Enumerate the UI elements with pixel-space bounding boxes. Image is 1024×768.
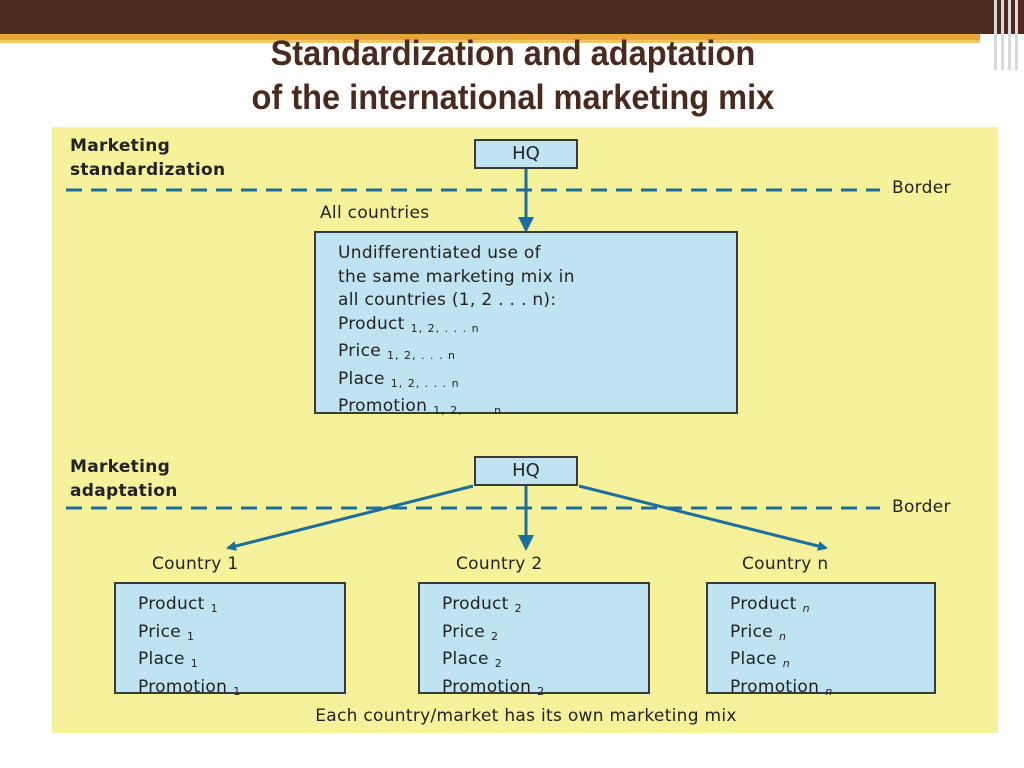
title-line-2: of the international marketing mix: [251, 78, 775, 117]
arrow-hq-to-country-1: [226, 484, 474, 551]
standardization-label-line-1: Marketing: [70, 136, 171, 156]
border-label-adaptation: Border: [892, 497, 951, 517]
corner-decoration: [1015, 0, 1018, 70]
standardized-item-place-subscript: 1, 2, . . . n: [390, 376, 460, 390]
country-n-label: Country n: [742, 554, 829, 574]
adaptation-section-label: Marketing adaptation: [70, 455, 178, 503]
accent-stripe: [0, 34, 980, 40]
slide-title: Standardization and adaptation of the in…: [37, 32, 989, 120]
border-label-standardization: Border: [892, 178, 951, 198]
hq-box-standardization: HQ: [474, 139, 578, 169]
standardized-desc-line-1: Undifferentiated use of: [338, 243, 541, 263]
adaptation-footer-caption: Each country/market has its own marketin…: [315, 706, 737, 726]
country-1-label: Country 1: [152, 554, 239, 574]
standardized-item-product-subscript: 1, 2, . . . n: [410, 321, 480, 335]
standardized-desc-line-2: the same marketing mix in: [338, 266, 575, 287]
corner-decoration: [994, 0, 997, 70]
title-underline: [608, 58, 948, 60]
corner-decoration: [1008, 0, 1011, 70]
standardized-item-promotion-subscript: 1, 2, . . . n: [433, 404, 503, 417]
all-countries-label: All countries: [320, 203, 430, 223]
arrow-hq-to-country-n: [578, 484, 828, 551]
standardized-item-price-subscript: 1, 2, . . . n: [386, 349, 456, 362]
standardization-label-line-2: standardization: [70, 160, 226, 180]
corner-decoration: [1001, 0, 1004, 70]
standardization-section-label: Marketing standardization: [70, 134, 225, 182]
top-bar: [0, 0, 1024, 34]
adaptation-label-line-2: adaptation: [70, 481, 178, 501]
standardized-mix-box: Undifferentiated use of the same marketi…: [314, 231, 738, 417]
accent-stripe-light: [0, 40, 980, 43]
title-line-1: Standardization and adaptation: [270, 34, 756, 73]
standardized-desc-line-3: all countries (1, 2 . . . n):: [338, 290, 557, 310]
country-2-label: Country 2: [456, 554, 543, 574]
adaptation-label-line-1: Marketing: [70, 457, 171, 477]
hq-box-adaptation: HQ: [474, 456, 578, 486]
